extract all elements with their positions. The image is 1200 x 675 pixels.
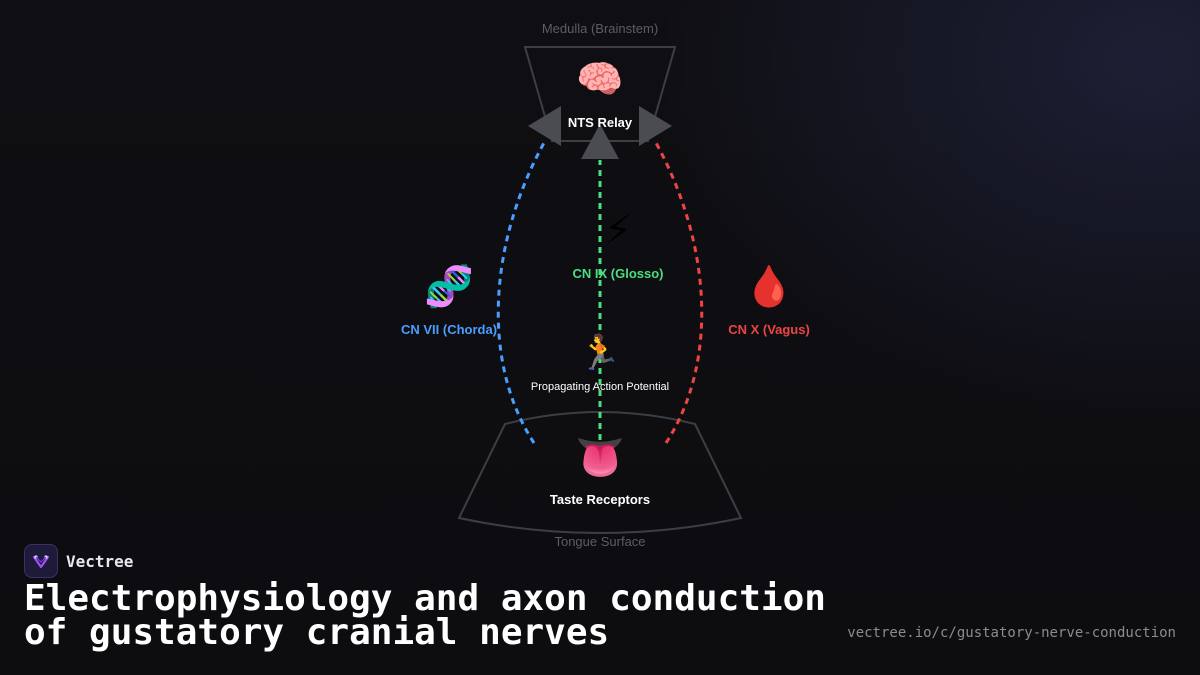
- vectree-logo-icon: [24, 544, 58, 578]
- cn9-label: CN IX (Glosso): [572, 266, 664, 281]
- cn10-arrowhead: [639, 106, 672, 146]
- runner-icon: 🏃: [578, 333, 622, 373]
- medulla-region-shape: [523, 46, 677, 142]
- cn10-pathway: [653, 140, 704, 444]
- page-title: Electrophysiology and axon conduction of…: [24, 578, 826, 653]
- brain-icon: 🧠: [576, 57, 624, 101]
- cn9-arrowhead: [581, 124, 619, 159]
- nts-relay-label: NTS Relay: [567, 115, 633, 130]
- action-potential-label: Propagating Action Potential: [530, 381, 670, 393]
- lightning-icon: ⚡: [603, 208, 633, 254]
- blood-drop-icon: 🩸: [744, 264, 794, 310]
- cn7-arrowhead: [528, 106, 561, 146]
- medulla-region-label: Medulla (Brainstem): [541, 21, 659, 36]
- tongue-region-label: Tongue Surface: [554, 534, 646, 549]
- source-url[interactable]: vectree.io/c/gustatory-nerve-conduction: [847, 625, 1176, 641]
- tongue-icon: 👅: [575, 435, 625, 481]
- cn7-pathway: [496, 140, 547, 444]
- taste-receptors-label: Taste Receptors: [549, 492, 651, 507]
- cn7-label: CN VII (Chorda): [400, 322, 498, 337]
- dna-icon: 🧬: [424, 264, 474, 310]
- brand-name: Vectree: [66, 551, 134, 571]
- tongue-region-shape: [457, 411, 743, 534]
- brand: Vectree: [24, 544, 133, 578]
- cn10-label: CN X (Vagus): [728, 322, 810, 337]
